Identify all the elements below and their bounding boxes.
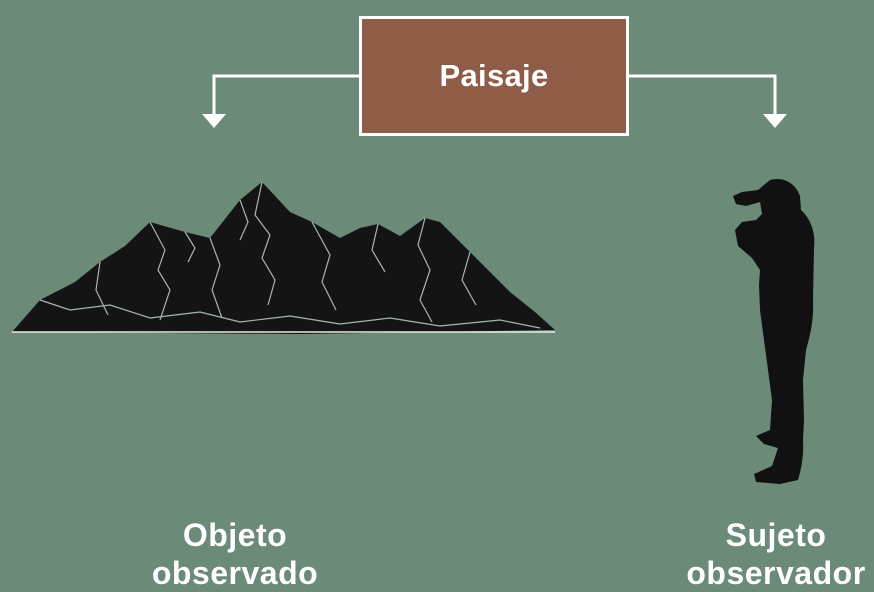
paisaje-label: Paisaje — [439, 58, 549, 93]
object-caption-line2: observado — [151, 555, 319, 591]
connector-right — [629, 74, 777, 118]
object-caption-line1: Objeto — [182, 517, 288, 553]
arrow-left-icon — [202, 114, 226, 128]
connector-left — [212, 74, 359, 118]
subject-caption: Sujeto observador — [676, 516, 874, 592]
arrow-right-icon — [763, 114, 787, 128]
subject-caption-line2: observador — [686, 555, 866, 591]
paisaje-box: Paisaje — [359, 16, 629, 136]
subject-caption-line1: Sujeto — [725, 517, 827, 553]
mountain-range-icon — [12, 181, 555, 334]
person-with-binoculars-icon — [733, 178, 815, 485]
object-caption: Objeto observado — [110, 516, 360, 592]
